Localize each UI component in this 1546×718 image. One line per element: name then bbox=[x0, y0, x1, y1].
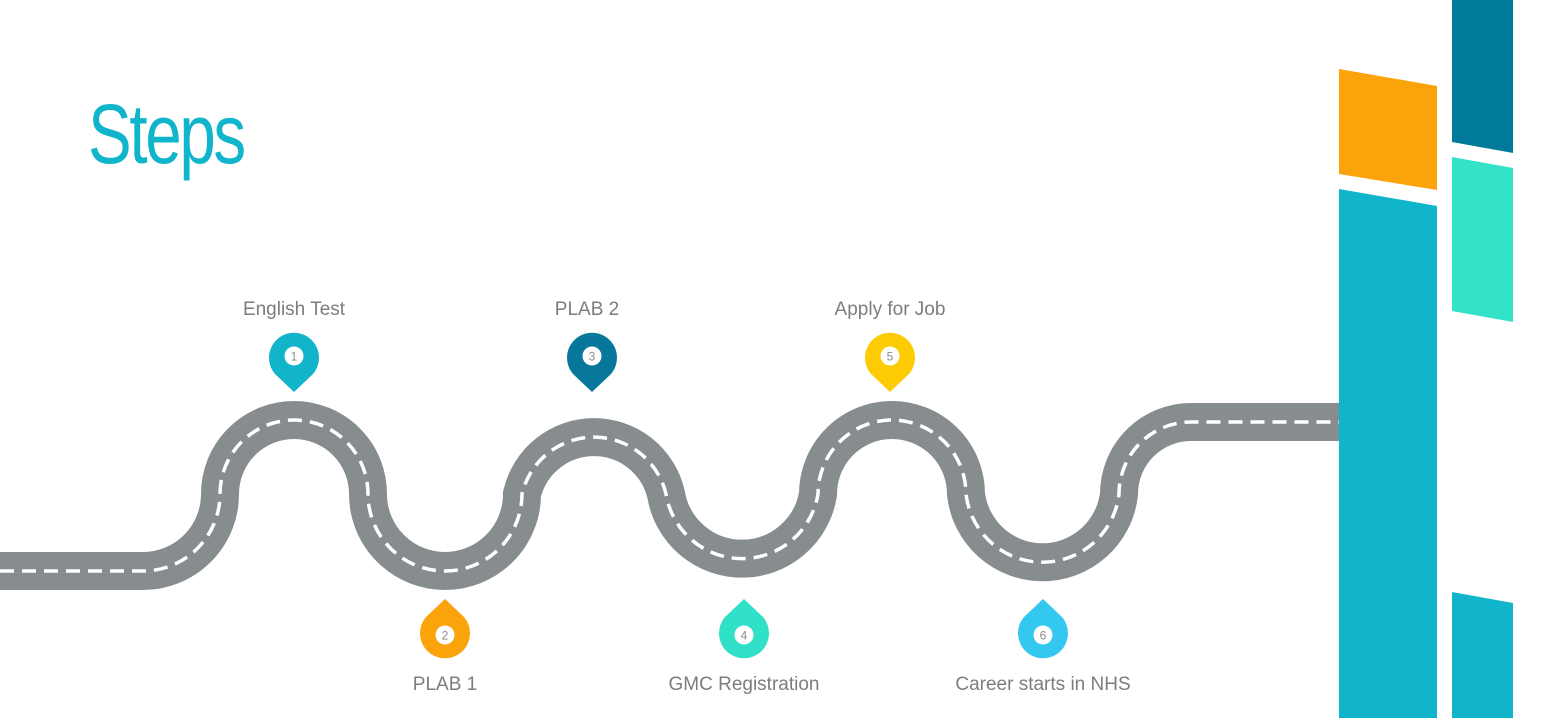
step-number: 3 bbox=[589, 350, 596, 364]
road-center-dashes bbox=[0, 418, 1339, 573]
pin-number-circle bbox=[1033, 625, 1053, 645]
deco-block-orange bbox=[1339, 69, 1437, 190]
pin-number-circle bbox=[435, 625, 455, 645]
step-number: 5 bbox=[887, 350, 894, 364]
step-label: English Test bbox=[243, 299, 346, 320]
pin-number-circle bbox=[582, 346, 602, 366]
road bbox=[0, 401, 1339, 590]
deco-block-dark-blue bbox=[1452, 0, 1513, 153]
step-label: PLAB 1 bbox=[413, 674, 477, 695]
pin-number-circle bbox=[734, 625, 754, 645]
step-number: 1 bbox=[291, 350, 298, 364]
step-label: Career starts in NHS bbox=[955, 674, 1130, 695]
deco-block-teal-small bbox=[1452, 592, 1513, 718]
step-marker-4: 4 GMC Registration bbox=[669, 599, 820, 695]
step-number: 4 bbox=[741, 629, 748, 643]
step-marker-2: 2 PLAB 1 bbox=[413, 599, 477, 695]
step-marker-1: 1 English Test bbox=[243, 299, 346, 392]
step-label: PLAB 2 bbox=[555, 299, 619, 320]
pin-number-circle bbox=[284, 346, 304, 366]
step-number: 2 bbox=[442, 629, 449, 643]
decorative-blocks bbox=[1339, 0, 1513, 718]
step-marker-5: 5 Apply for Job bbox=[835, 299, 946, 392]
step-marker-6: 6 Career starts in NHS bbox=[955, 599, 1131, 695]
deco-block-teal-large bbox=[1339, 189, 1437, 718]
step-number: 6 bbox=[1040, 629, 1047, 643]
step-label: Apply for Job bbox=[835, 299, 946, 320]
step-marker-3: 3 PLAB 2 bbox=[555, 299, 619, 392]
pin-number-circle bbox=[880, 346, 900, 366]
deco-block-mint bbox=[1452, 157, 1513, 322]
slide-title: Steps bbox=[88, 87, 246, 181]
step-label: GMC Registration bbox=[669, 674, 820, 695]
